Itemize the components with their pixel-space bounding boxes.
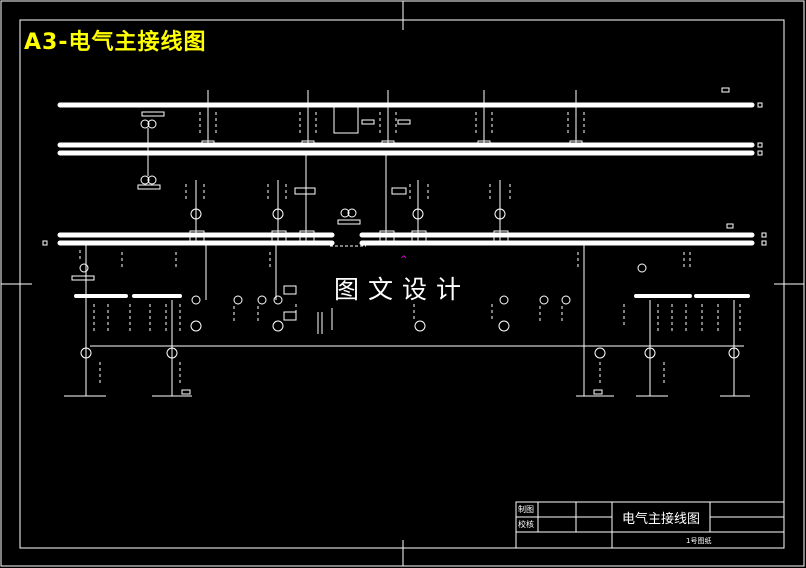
title-block-drawing-name: 电气主接线图 — [622, 512, 701, 527]
lower-feeders — [64, 245, 750, 397]
switchgear-ticks — [79, 112, 741, 383]
bus-end-markers — [42, 87, 767, 246]
middle-feeders — [189, 155, 509, 247]
node-marker: ^ — [400, 255, 408, 265]
title-block-drawn-by-label: 制图 — [518, 505, 534, 514]
title-block-checked-by-label: 校核 — [518, 520, 534, 529]
busbars — [57, 102, 755, 298]
drawing-title: A3-电气主接线图 — [24, 30, 207, 55]
title-block — [515, 501, 785, 549]
upper-feeders — [137, 90, 583, 190]
title-block-sheet-size: 1号图纸 — [686, 537, 712, 545]
watermark-text: 图文设计 — [334, 275, 471, 304]
